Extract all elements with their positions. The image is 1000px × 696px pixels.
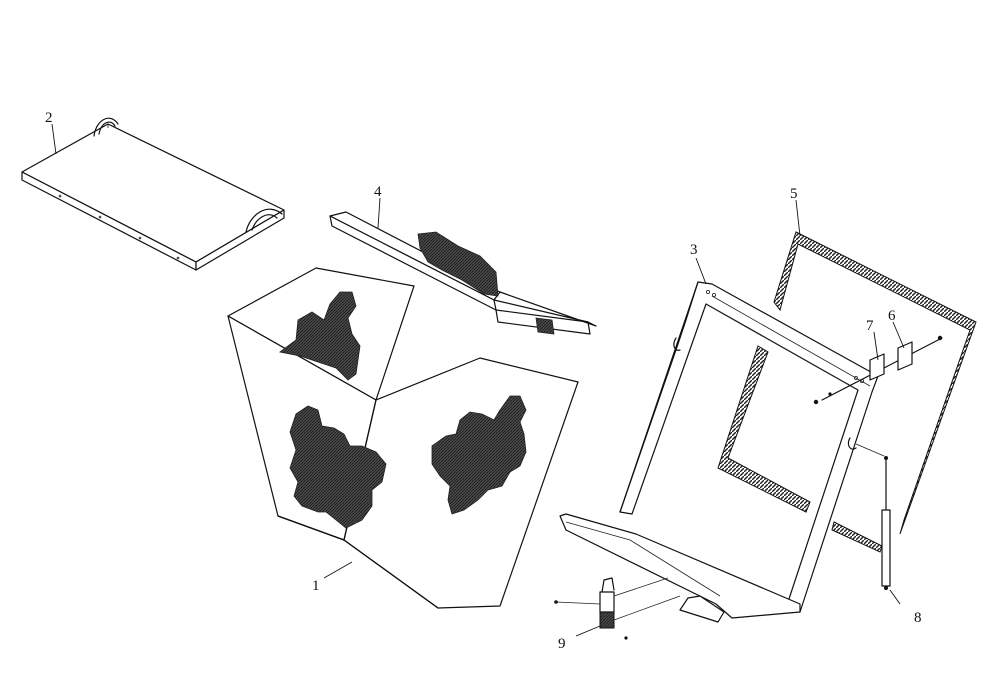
part-3-frame bbox=[559, 281, 879, 623]
part-1-hopper bbox=[227, 267, 579, 609]
part-2-tray bbox=[21, 117, 285, 271]
callout-8: 8 bbox=[914, 610, 922, 626]
callout-9: 9 bbox=[558, 636, 566, 652]
callout-1: 1 bbox=[312, 578, 320, 594]
part-4-lid bbox=[329, 211, 597, 335]
leader-lines bbox=[51, 123, 905, 637]
part-6-7-hinge bbox=[813, 335, 943, 405]
part-9-latch bbox=[554, 577, 681, 640]
part-5-gasket bbox=[717, 231, 977, 553]
part-8-strut bbox=[855, 443, 891, 590]
callout-5: 5 bbox=[790, 186, 798, 202]
callout-7: 7 bbox=[866, 318, 874, 334]
callout-2: 2 bbox=[45, 110, 53, 126]
callout-4: 4 bbox=[374, 184, 382, 200]
callout-3: 3 bbox=[690, 242, 698, 258]
callout-6: 6 bbox=[888, 308, 896, 324]
